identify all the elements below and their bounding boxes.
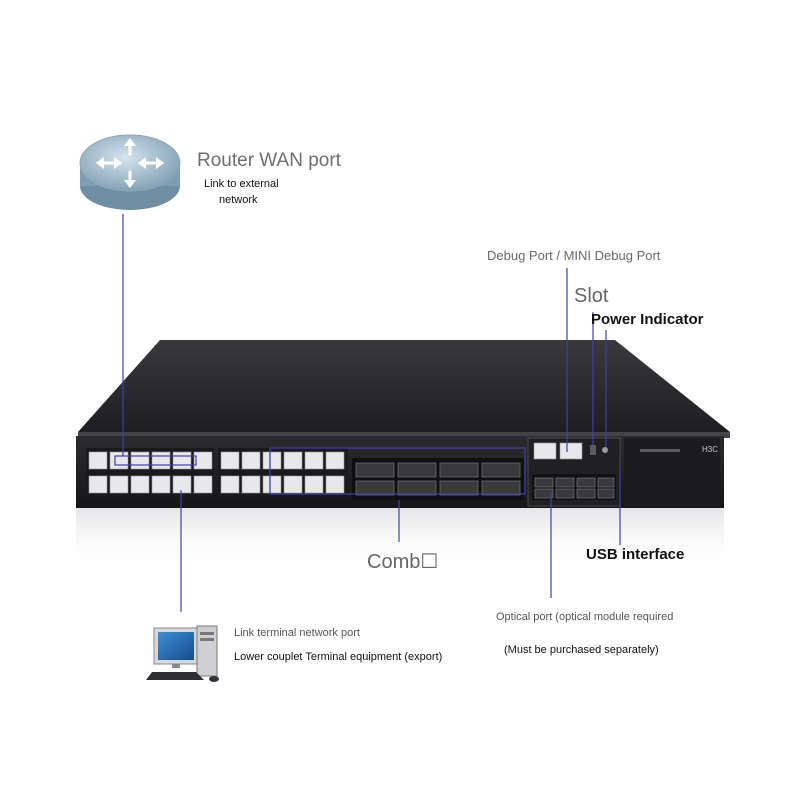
power-indicator-label: Power Indicator [591,311,704,328]
usb-interface-label: USB interface [586,546,685,563]
purchase-note-label: (Must be purchased separately) [504,644,659,656]
router-wan-port-desc-line2: network [219,194,258,206]
rj45-port-block-right [218,448,348,496]
mini-debug-port [559,442,583,460]
debug-port-label: Debug Port / MINI Debug Port [487,248,661,263]
combo-label: Comb☐ [367,551,439,573]
router-wan-port-desc-line1: Link to external [204,178,279,190]
rj45-port-block-left [86,448,214,496]
router-wan-port-title: Router WAN port [197,150,341,171]
brand-logo: H3C [702,445,718,454]
right-module [527,437,621,507]
debug-port [533,442,557,460]
power-led [602,447,608,453]
router-icon [79,134,181,210]
slot [590,445,596,455]
leader-lines [114,214,621,612]
optical-port-label: Optical port (optical module required [496,611,674,623]
link-terminal-label: Link terminal network port [234,627,360,639]
sfp-port-block [352,458,524,500]
computer-icon [146,625,219,682]
lower-couplet-label: Lower couplet Terminal equipment (export… [234,651,443,663]
brand-panel: H3C [624,438,720,506]
slot-label: Slot [574,285,609,307]
